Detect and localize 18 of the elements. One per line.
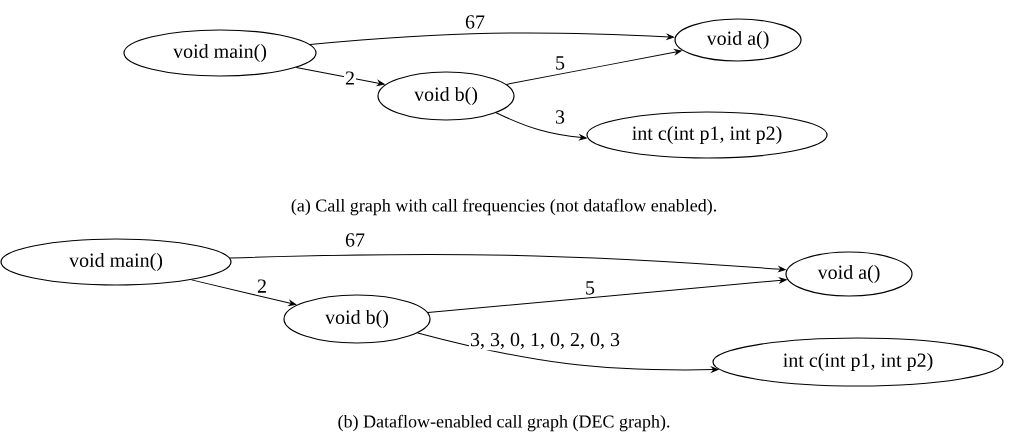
arrow (229, 253, 786, 272)
arrow (295, 67, 385, 86)
edge-label: 5 (554, 55, 566, 71)
edge-label: 67 (344, 232, 366, 248)
edge-label: 67 (464, 14, 486, 30)
caption: (b) Dataflow-enabled call graph (DEC graph). (338, 414, 670, 432)
edge-label: 2 (344, 70, 356, 86)
arrow (495, 112, 587, 141)
arrow (427, 277, 787, 313)
arrow (309, 32, 675, 45)
edge-label: 2 (256, 278, 268, 294)
edge-label: 3 (554, 109, 566, 125)
arrow (191, 279, 297, 306)
caption: (a) Call graph with call frequencies (not dataflow enabled). (291, 198, 717, 216)
arrow (506, 49, 682, 85)
arrow (417, 332, 719, 373)
edge-label: 5 (584, 280, 596, 296)
edge-label: 3, 3, 0, 1, 0, 2, 0, 3 (469, 331, 621, 351)
